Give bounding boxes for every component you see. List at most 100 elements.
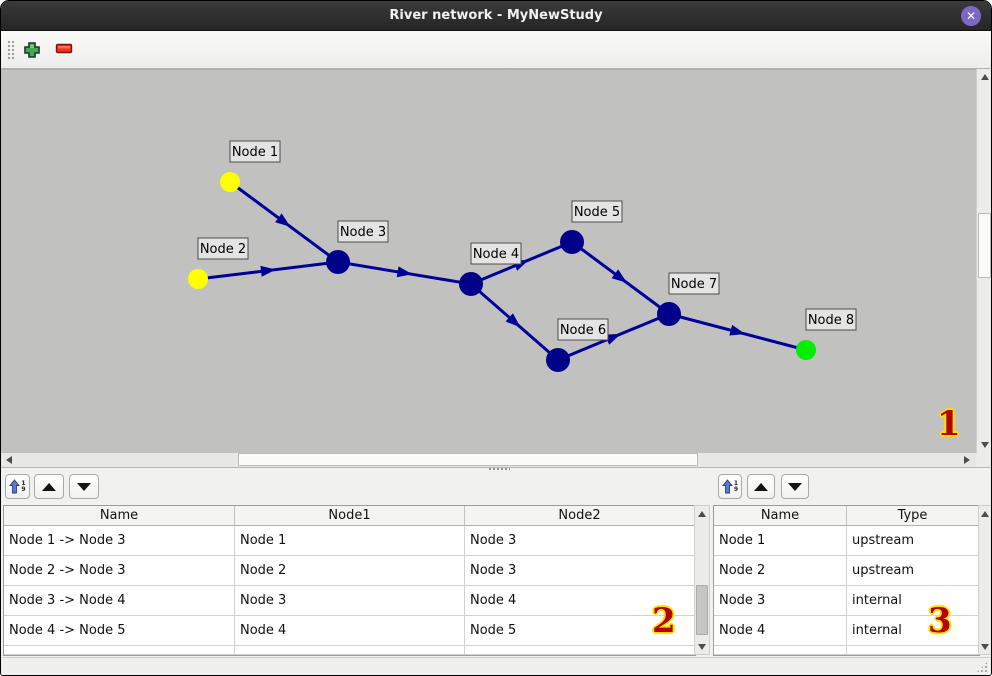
titlebar[interactable]: River network - MyNewStudy ✕ bbox=[1, 1, 991, 31]
table-cell[interactable]: upstream bbox=[847, 526, 979, 556]
reaches-move-down-button[interactable] bbox=[69, 474, 99, 499]
table-cell[interactable]: Node 4 -> Node 5 bbox=[4, 616, 235, 646]
flow-direction-arrow-icon bbox=[505, 313, 521, 328]
node-label-box[interactable] bbox=[557, 318, 609, 341]
table-cell[interactable]: upstream bbox=[847, 556, 979, 586]
table-cell[interactable]: Node 2 -> Node 3 bbox=[4, 556, 235, 586]
river-node[interactable] bbox=[796, 340, 816, 360]
scroll-thumb[interactable] bbox=[696, 585, 708, 635]
river-node[interactable] bbox=[188, 269, 208, 289]
canvas-horizontal-scrollbar[interactable] bbox=[1, 453, 976, 468]
nodes-table-scrollbar[interactable] bbox=[978, 505, 991, 655]
node-label-text: Node 3 bbox=[340, 225, 386, 240]
scroll-up-button[interactable] bbox=[979, 507, 991, 520]
triangle-up-icon bbox=[698, 510, 706, 517]
table-cell[interactable]: Node 1 bbox=[235, 526, 465, 556]
table-cell[interactable]: Node 3 -> Node 4 bbox=[4, 586, 235, 616]
table-cell[interactable]: Node 1 bbox=[714, 526, 847, 556]
remove-node-button[interactable] bbox=[55, 43, 73, 61]
column-header[interactable]: Node1 bbox=[235, 506, 465, 526]
reaches-table-scrollbar[interactable] bbox=[694, 505, 710, 655]
node-label-text: Node 8 bbox=[808, 313, 854, 328]
triangle-down-icon bbox=[981, 643, 989, 650]
river-node[interactable] bbox=[546, 348, 570, 372]
resize-grip[interactable] bbox=[976, 661, 988, 673]
nodes-move-down-button[interactable] bbox=[781, 474, 809, 499]
node-label-box[interactable] bbox=[197, 237, 249, 260]
table-cell[interactable]: Node 3 bbox=[714, 586, 847, 616]
river-node[interactable] bbox=[657, 302, 681, 326]
table-cell[interactable]: Node 4 bbox=[235, 616, 465, 646]
scroll-left-button[interactable] bbox=[2, 453, 16, 467]
network-canvas[interactable]: Node 1 Node 2 Node 3 Node 4 Node 5 Node 6 Node… bbox=[1, 69, 976, 453]
scroll-up-button[interactable] bbox=[695, 507, 709, 520]
scroll-up-button[interactable] bbox=[978, 70, 991, 84]
close-icon: ✕ bbox=[965, 9, 977, 23]
column-header[interactable]: Type bbox=[847, 506, 979, 526]
empty-cell bbox=[465, 646, 695, 655]
empty-cell bbox=[4, 646, 235, 655]
node-label-box[interactable] bbox=[470, 242, 522, 265]
nodes-move-up-button[interactable] bbox=[747, 474, 775, 499]
table-cell[interactable]: Node 2 bbox=[714, 556, 847, 586]
table-cell[interactable]: Node 5 bbox=[465, 616, 695, 646]
flow-direction-arrow-icon bbox=[396, 266, 413, 278]
reaches-move-up-button[interactable] bbox=[34, 474, 64, 499]
column-header[interactable]: Node2 bbox=[465, 506, 695, 526]
splitter-handle[interactable] bbox=[488, 467, 510, 471]
table-cell[interactable]: Node 1 -> Node 3 bbox=[4, 526, 235, 556]
table-cell[interactable]: Node 3 bbox=[235, 586, 465, 616]
scroll-right-button[interactable] bbox=[960, 453, 974, 467]
empty-cell bbox=[714, 646, 847, 655]
river-node[interactable] bbox=[459, 272, 483, 296]
table-cell[interactable]: Node 2 bbox=[235, 556, 465, 586]
scroll-down-button[interactable] bbox=[695, 640, 709, 653]
node-label-text: Node 6 bbox=[560, 323, 606, 338]
table-cell[interactable]: Node 4 bbox=[465, 586, 695, 616]
network-svg: Node 1 Node 2 Node 3 Node 4 Node 5 Node 6 Node… bbox=[188, 140, 857, 372]
vertical-scroll-thumb[interactable] bbox=[978, 213, 991, 278]
scroll-down-button[interactable] bbox=[979, 640, 991, 653]
river-node[interactable] bbox=[326, 250, 350, 274]
node-label-box[interactable] bbox=[571, 200, 623, 223]
annotation-1: 1 bbox=[937, 404, 961, 444]
node-label-text: Node 2 bbox=[200, 242, 246, 257]
toolbar-drag-handle[interactable] bbox=[7, 40, 15, 61]
status-bar bbox=[1, 657, 991, 675]
horizontal-scroll-thumb[interactable] bbox=[238, 453, 698, 466]
triangle-right-icon bbox=[964, 456, 970, 464]
flow-direction-arrow-icon bbox=[729, 324, 746, 336]
node-label-box[interactable] bbox=[229, 140, 281, 163]
river-node[interactable] bbox=[560, 230, 584, 254]
node-label-text: Node 4 bbox=[473, 247, 519, 262]
node-label-text: Node 1 bbox=[232, 145, 278, 160]
canvas-vertical-scrollbar[interactable] bbox=[976, 69, 991, 453]
annotation-2: 2 bbox=[652, 601, 676, 641]
add-node-button[interactable] bbox=[23, 41, 41, 59]
table-cell[interactable]: internal bbox=[847, 586, 979, 616]
table-cell[interactable]: internal bbox=[847, 616, 979, 646]
table-cell[interactable]: Node 3 bbox=[465, 526, 695, 556]
node-label-box[interactable] bbox=[337, 220, 389, 243]
column-header[interactable]: Name bbox=[4, 506, 235, 526]
triangle-up-icon bbox=[42, 482, 56, 491]
column-header[interactable]: Name bbox=[714, 506, 847, 526]
window-title: River network - MyNewStudy bbox=[389, 8, 603, 23]
node-label-box[interactable] bbox=[805, 308, 857, 331]
flow-direction-arrow-icon bbox=[260, 265, 276, 277]
node-label-text: Node 5 bbox=[574, 205, 620, 220]
node-label-text: Node 7 bbox=[671, 277, 717, 292]
close-button[interactable]: ✕ bbox=[961, 6, 981, 26]
plus-icon bbox=[23, 41, 41, 59]
table-cell[interactable]: Node 4 bbox=[714, 616, 847, 646]
table-cell[interactable]: Node 3 bbox=[465, 556, 695, 586]
node-label-box[interactable] bbox=[668, 272, 720, 295]
river-node[interactable] bbox=[220, 172, 240, 192]
annotation-3: 3 bbox=[928, 601, 952, 641]
scroll-down-button[interactable] bbox=[978, 438, 991, 452]
